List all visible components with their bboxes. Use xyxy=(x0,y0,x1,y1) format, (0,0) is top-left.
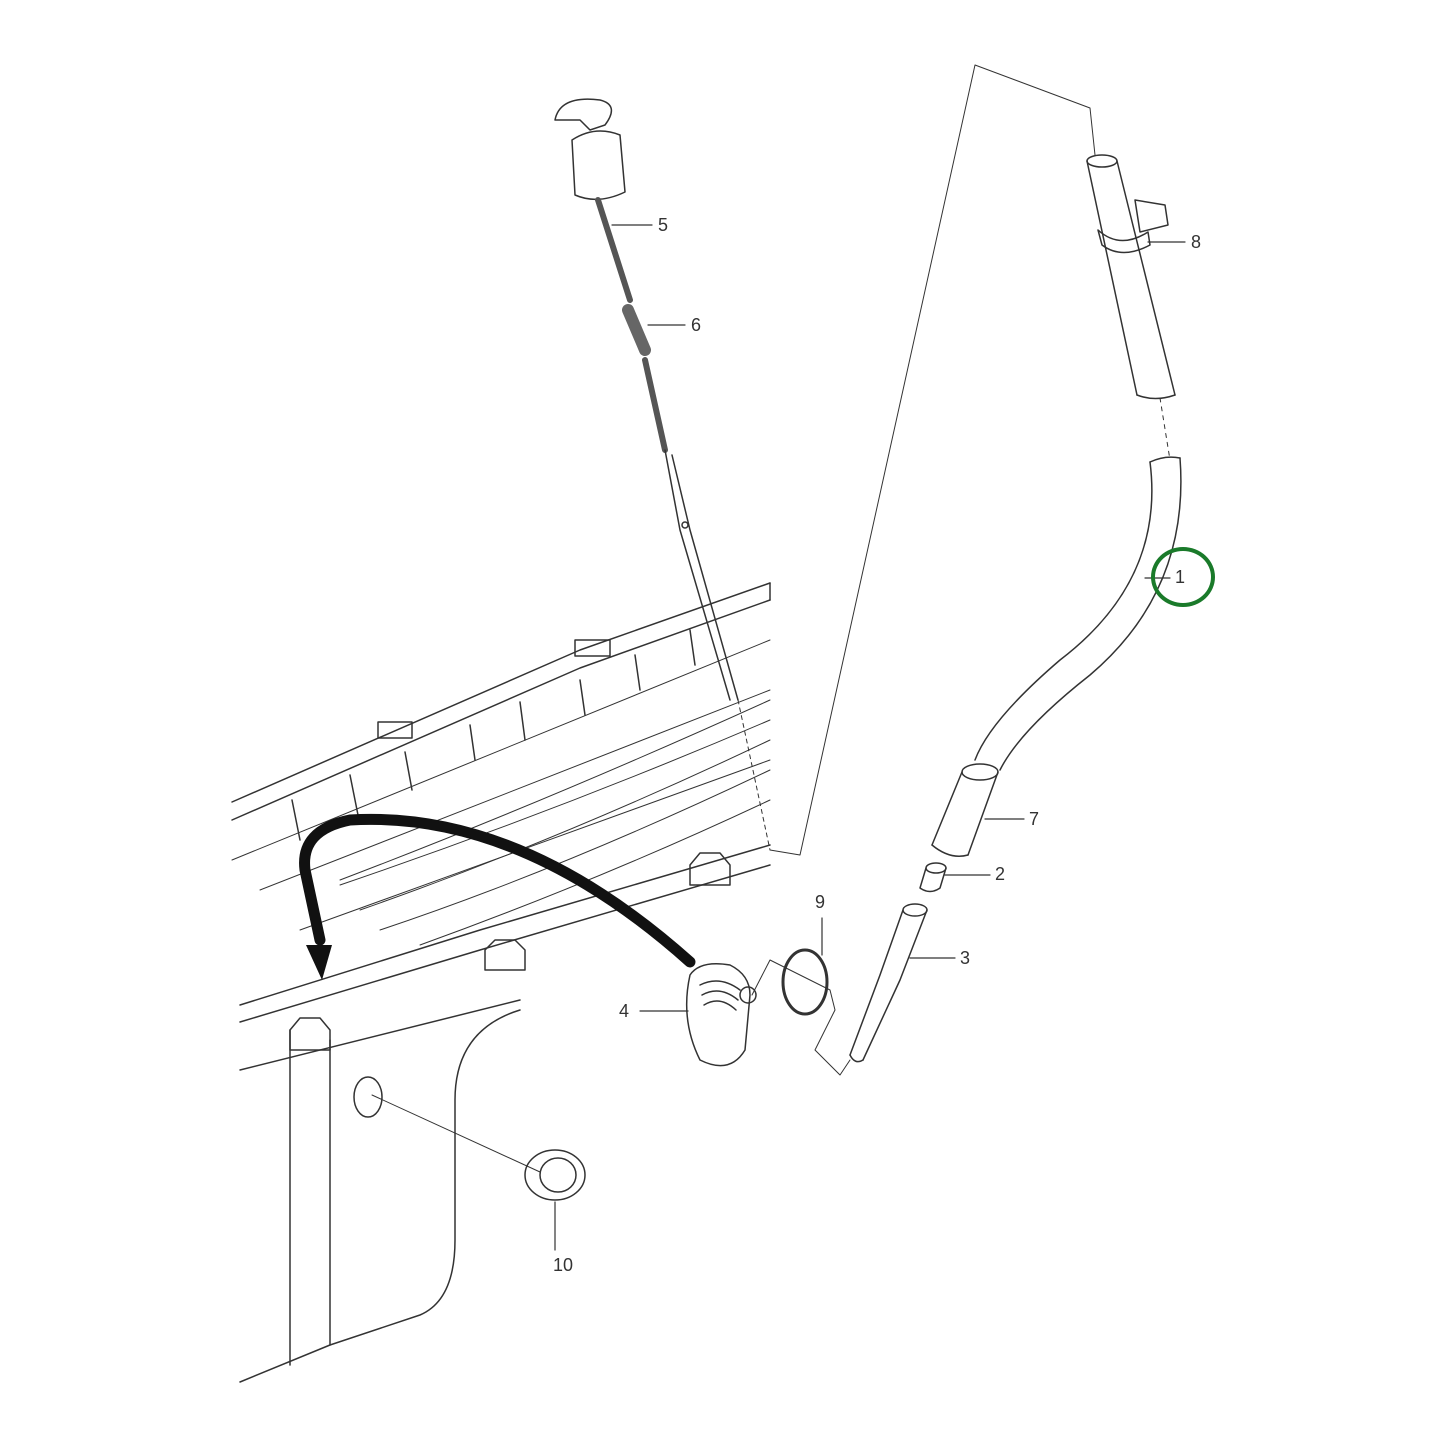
adapter-fitting xyxy=(685,963,757,1067)
highlight-ring-part-1 xyxy=(1151,547,1215,607)
callout-3[interactable]: 3 xyxy=(960,948,971,968)
callout-1[interactable]: 1 xyxy=(1175,567,1186,587)
reference-line xyxy=(769,64,1096,856)
callout-5[interactable]: 5 xyxy=(658,215,669,235)
callout-2[interactable]: 2 xyxy=(995,864,1006,884)
callout-10[interactable]: 10 xyxy=(553,1255,574,1275)
o-ring xyxy=(781,948,829,1016)
callout-leaders xyxy=(554,224,1186,1251)
drain-nut xyxy=(371,1094,586,1201)
assembly-arrow xyxy=(299,813,696,968)
callout-9[interactable]: 9 xyxy=(815,892,826,912)
guide-tube xyxy=(974,456,1182,771)
reference-line-2 xyxy=(751,959,851,1076)
arrow-head-icon xyxy=(306,945,332,980)
lower-tube xyxy=(849,903,928,1063)
oil-pan xyxy=(231,582,771,1383)
dipstick-assembly xyxy=(554,98,771,851)
callout-8[interactable]: 8 xyxy=(1191,232,1202,252)
callout-4[interactable]: 4 xyxy=(619,1001,630,1021)
callout-7[interactable]: 7 xyxy=(1029,809,1040,829)
upper-tube xyxy=(1086,154,1176,461)
sleeve xyxy=(931,763,999,857)
callout-6[interactable]: 6 xyxy=(691,315,702,335)
bushing xyxy=(919,862,947,893)
